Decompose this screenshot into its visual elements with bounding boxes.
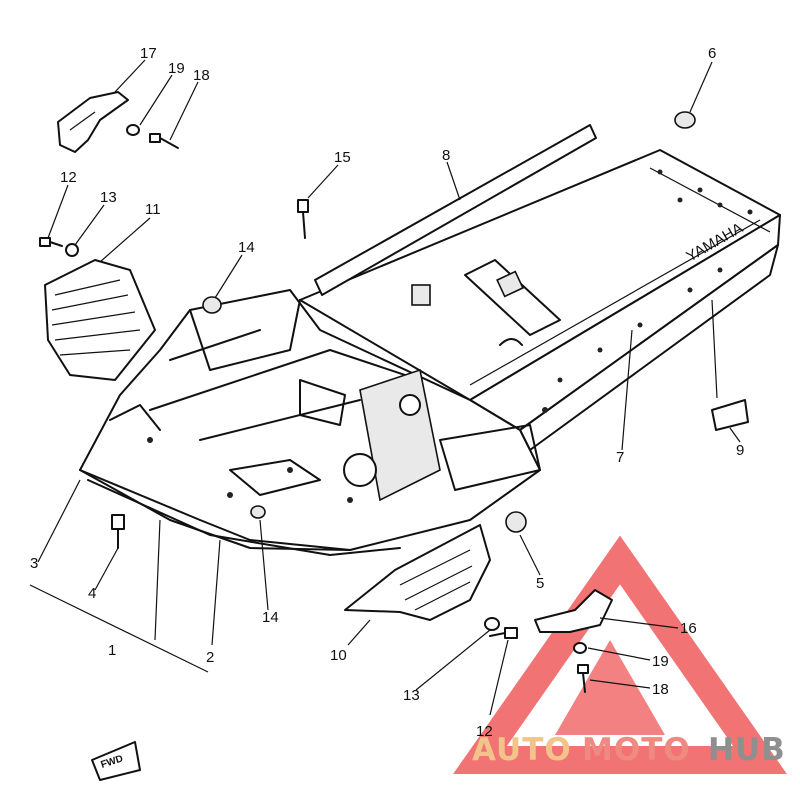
leader-lines (29, 59, 741, 716)
nut-19-lower (573, 642, 587, 654)
tunnel-cross-member (411, 259, 561, 346)
label-plate-9 (711, 399, 749, 431)
grommet-14-lower (250, 505, 266, 519)
callout-12-top: 12 (60, 169, 77, 186)
bolt-18-top (149, 133, 179, 149)
bolt-18-lower (577, 664, 589, 693)
callout-6: 6 (708, 45, 716, 62)
callout-2: 2 (206, 649, 214, 666)
watermark-logo-triangle (453, 535, 787, 774)
watermark-text: AUTO MOTO HUB (472, 732, 786, 768)
bracket-16 (534, 589, 613, 633)
watermark-moto: MOTO (582, 732, 691, 768)
watermark-auto: AUTO (472, 732, 572, 768)
callout-1: 1 (108, 642, 116, 659)
callout-18-top: 18 (193, 67, 210, 84)
rail-strip-8 (314, 124, 597, 296)
callout-4: 4 (88, 585, 96, 602)
bolt-12-top (39, 237, 63, 247)
grommet-14-top (202, 296, 222, 314)
callout-8: 8 (442, 147, 450, 164)
lower-cover-10 (344, 524, 491, 621)
callout-17: 17 (140, 45, 157, 62)
side-cover-left (44, 259, 156, 381)
callout-19-lower: 19 (652, 653, 669, 670)
callout-7: 7 (616, 449, 624, 466)
callout-18-lower: 18 (652, 681, 669, 698)
callout-9: 9 (736, 442, 744, 459)
front-frame-body (79, 289, 541, 556)
bolt-4 (111, 514, 125, 549)
fwd-arrow-icon: FWD (91, 741, 141, 781)
frame-tunnel: YAMAHA (299, 149, 781, 451)
washer-13-lower (484, 617, 500, 631)
cap-6 (674, 111, 696, 129)
callout-15: 15 (334, 149, 351, 166)
callout-10: 10 (330, 647, 347, 664)
callout-19-top: 19 (168, 60, 185, 77)
bushing-5 (505, 511, 527, 533)
washer-13-top (65, 243, 79, 257)
nut-19-top (126, 124, 140, 136)
callout-5: 5 (536, 575, 544, 592)
bolt-12-lower (489, 627, 518, 639)
rivet-15 (297, 199, 309, 239)
callout-labels: 17 19 18 6 12 13 11 15 8 14 7 9 3 4 1 2 … (30, 45, 744, 740)
callout-3: 3 (30, 555, 38, 572)
callout-13-top: 13 (100, 189, 117, 206)
callout-13-lower: 13 (403, 687, 420, 704)
callout-14-lower: 14 (262, 609, 279, 626)
callout-16: 16 (680, 620, 697, 637)
watermark-hub: HUB (708, 732, 786, 768)
callout-14-top: 14 (238, 239, 255, 256)
bracket-17 (57, 91, 129, 153)
callout-11: 11 (145, 201, 161, 218)
callout-12-lower: 12 (476, 723, 493, 740)
